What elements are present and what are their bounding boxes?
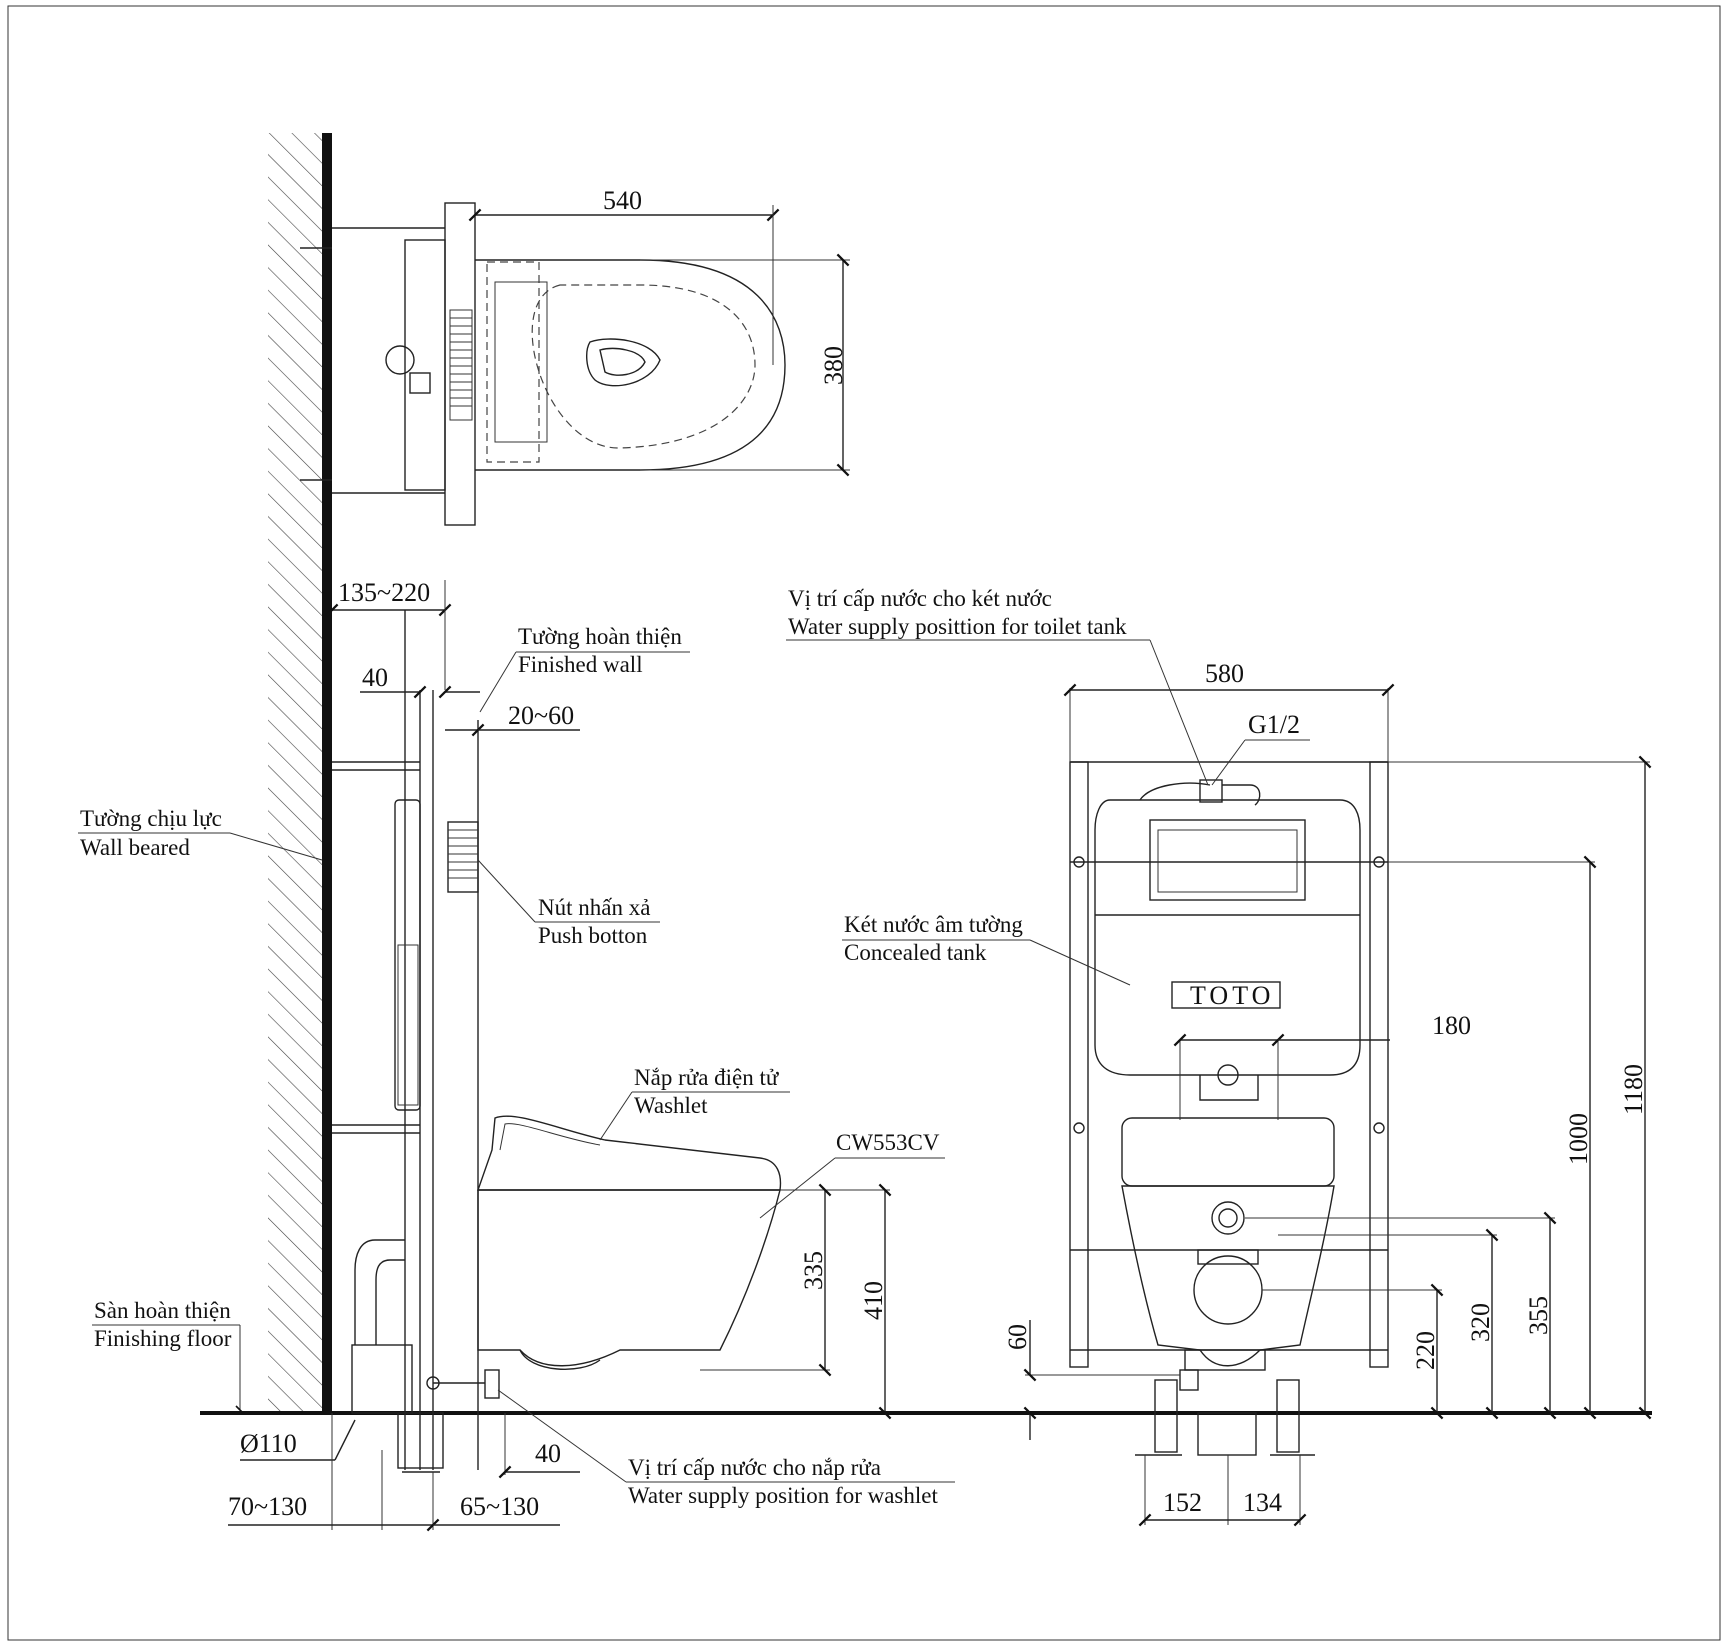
dim-foot-152: 152	[1163, 1488, 1202, 1517]
top-view: 540 380	[300, 186, 850, 526]
dim-320: 320	[1466, 1303, 1495, 1342]
dim-foot-134: 134	[1243, 1488, 1282, 1517]
dim-top-depth: 380	[819, 346, 848, 385]
dim-220: 220	[1411, 1331, 1440, 1370]
front-toilet-bowl	[1121, 1185, 1335, 1367]
side-toilet-body	[477, 1189, 781, 1367]
dim-finish-gap: 20~60	[508, 701, 574, 730]
front-view: TOTO 580 G1/2 180	[1003, 659, 1652, 1527]
label-finish-floor-vi: Sàn hoàn thiện	[94, 1298, 231, 1323]
label-washlet-vi: Nắp rửa điện tử	[634, 1065, 780, 1090]
bearing-wall-face	[322, 133, 332, 1413]
top-bowl-outline	[475, 259, 786, 471]
dim-1000: 1000	[1564, 1113, 1593, 1165]
side-view: 135~220 40 20~60 335 410 Ø110 40 70~130 …	[228, 578, 892, 1532]
label-finished-wall-en: Finished wall	[518, 652, 643, 677]
dim-355: 355	[1524, 1296, 1553, 1335]
dim-bolt-spacing: 180	[1432, 1011, 1471, 1040]
label-washlet-supply-en: Water supply position for washlet	[628, 1483, 938, 1508]
label-push-button-en: Push botton	[538, 923, 648, 948]
dim-pipe-diameter: Ø110	[240, 1429, 297, 1458]
label-push-button-vi: Nút nhấn xả	[538, 895, 650, 920]
dim-1180: 1180	[1619, 1064, 1648, 1115]
label-concealed-tank-en: Concealed tank	[844, 940, 987, 965]
dim-panel-40: 40	[362, 663, 388, 692]
label-finished-wall-vi: Tường hoàn thiện	[518, 624, 682, 649]
brand-plate: TOTO	[1190, 981, 1274, 1010]
dim-top-width: 540	[603, 186, 642, 215]
label-washlet-supply-vi: Vị trí cấp nước cho nắp rửa	[628, 1455, 881, 1480]
label-finish-floor-en: Finishing floor	[94, 1326, 232, 1351]
dim-335: 335	[799, 1251, 828, 1290]
dim-410: 410	[859, 1281, 888, 1320]
drawing-border	[7, 5, 1721, 1641]
label-bearing-wall-en: Wall beared	[80, 835, 190, 860]
dim-60: 60	[1003, 1324, 1032, 1350]
label-model: CW553CV	[836, 1130, 940, 1155]
dim-tank-width: 580	[1205, 659, 1244, 688]
dim-range-65-130: 65~130	[460, 1492, 539, 1521]
side-washlet	[477, 1115, 782, 1191]
label-tank-supply-vi: Vị trí cấp nước cho két nước	[788, 586, 1052, 611]
label-washlet-en: Washlet	[634, 1093, 708, 1118]
label-bearing-wall-vi: Tường chịu lực	[80, 806, 222, 831]
label-concealed-tank-vi: Két nước âm tường	[844, 912, 1023, 937]
front-washlet	[1121, 1117, 1335, 1187]
dim-floor-40: 40	[535, 1439, 561, 1468]
bearing-wall-hatch	[268, 133, 324, 1413]
dim-wall-offset: 135~220	[338, 578, 430, 607]
dim-range-70-130: 70~130	[228, 1492, 307, 1521]
dim-pipe-thread: G1/2	[1248, 710, 1300, 739]
concealed-tank	[1094, 799, 1361, 1076]
label-tank-supply-en: Water supply posittion for toilet tank	[788, 614, 1127, 639]
